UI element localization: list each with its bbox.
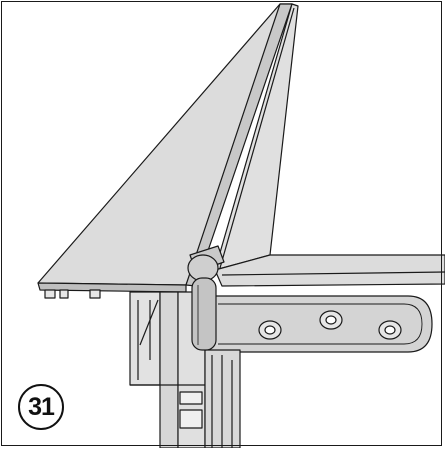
screw-hole-icon xyxy=(258,320,282,340)
top-rail xyxy=(214,254,445,287)
panel-clip xyxy=(59,289,69,299)
side-panel-inner-line xyxy=(219,7,295,269)
profile-slot xyxy=(179,409,203,429)
hinge-arm-inner xyxy=(218,303,423,345)
panel-clip xyxy=(89,289,101,299)
top-rail-line xyxy=(221,271,445,276)
profile-slot xyxy=(179,391,203,405)
frame-profile-mid xyxy=(159,291,179,449)
screw-hole-icon xyxy=(378,320,402,340)
step-number-badge: 31 xyxy=(18,384,64,430)
hinge-icon xyxy=(187,245,225,351)
profile-brace xyxy=(139,299,159,346)
screw-hole-icon xyxy=(319,310,343,330)
step-number: 31 xyxy=(28,392,55,421)
panel-clip xyxy=(44,289,56,299)
